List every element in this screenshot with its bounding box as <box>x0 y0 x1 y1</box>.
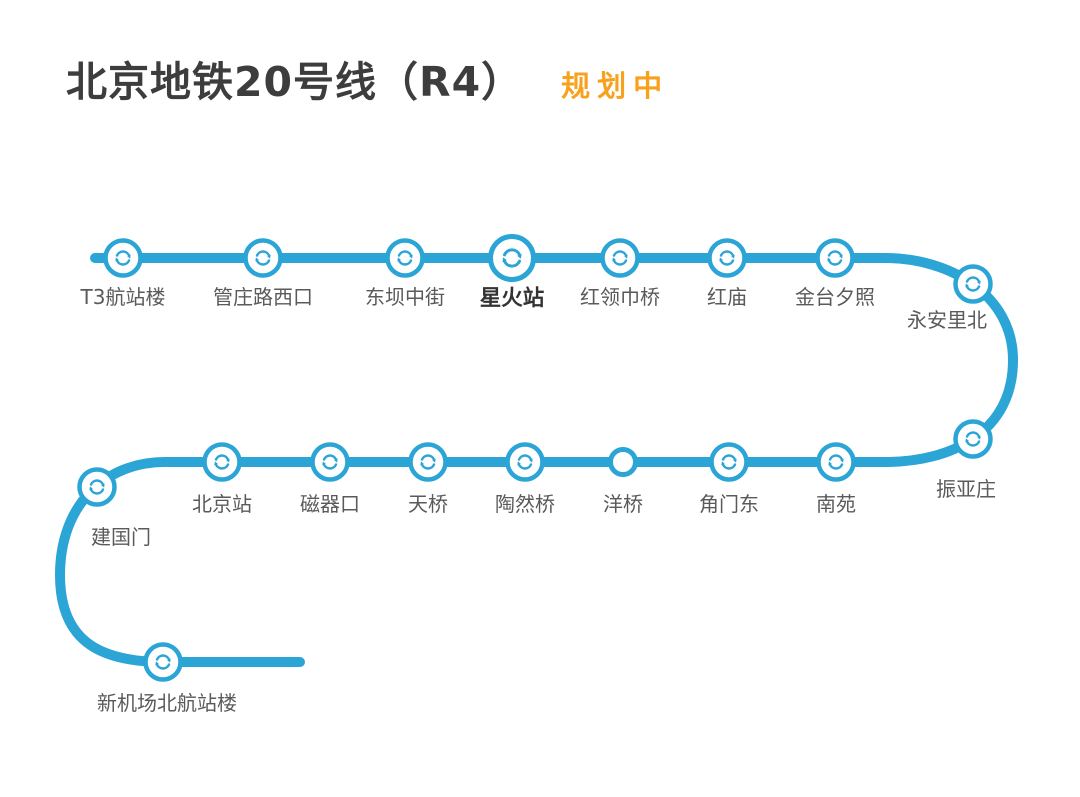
station-circle <box>385 238 425 278</box>
station-marker: 东坝中街 <box>365 238 445 309</box>
station-circle <box>815 238 855 278</box>
station-label: 红领巾桥 <box>580 285 660 309</box>
station-marker: 管庄路西口 <box>213 238 313 309</box>
station-label: 洋桥 <box>603 492 643 516</box>
station-circle <box>310 442 350 482</box>
station-label: T3航站楼 <box>80 285 166 309</box>
transfer-icon <box>965 431 981 447</box>
station-label: 磁器口 <box>300 492 360 516</box>
station-marker: 永安里北 <box>907 264 993 332</box>
station-circle <box>143 642 183 682</box>
station-circle <box>243 238 283 278</box>
station-label: 金台夕照 <box>795 285 875 309</box>
transfer-icon <box>517 454 533 470</box>
station-circle <box>488 234 536 282</box>
station-circle <box>408 442 448 482</box>
station-marker: 振亚庄 <box>936 419 996 501</box>
station-marker: 新机场北航站楼 <box>97 642 237 715</box>
station-label: 红庙 <box>707 285 747 309</box>
station-label: 陶然桥 <box>495 492 555 516</box>
station-label: 新机场北航站楼 <box>97 691 237 715</box>
transfer-icon <box>89 479 105 495</box>
station-label: 北京站 <box>192 492 252 516</box>
station-marker: 南苑 <box>816 442 856 516</box>
station-circle <box>816 442 856 482</box>
station-label: 永安里北 <box>907 308 987 332</box>
station-marker: T3航站楼 <box>80 238 166 309</box>
station-marker: 磁器口 <box>300 442 360 516</box>
station-marker: 北京站 <box>192 442 252 516</box>
station-marker: 星火站 <box>480 234 545 311</box>
station-circle <box>953 264 993 304</box>
transfer-icon <box>420 454 436 470</box>
transfer-icon <box>214 454 230 470</box>
transfer-icon <box>115 250 131 266</box>
transfer-icon <box>965 276 981 292</box>
transfer-icon <box>155 654 171 670</box>
transfer-icon <box>828 454 844 470</box>
station-circle <box>505 442 545 482</box>
station-marker: 洋桥 <box>603 447 643 516</box>
station-marker: 红领巾桥 <box>580 238 660 309</box>
station-marker: 建国门 <box>77 467 151 549</box>
station-label: 管庄路西口 <box>213 285 313 309</box>
transfer-icon <box>719 250 735 266</box>
transfer-icon <box>502 248 522 268</box>
transfer-icon <box>255 250 271 266</box>
transfer-icon <box>827 250 843 266</box>
transfer-icon <box>612 250 628 266</box>
station-circle <box>709 442 749 482</box>
station-label: 星火站 <box>480 286 545 311</box>
station-circle <box>608 447 638 477</box>
station-circle <box>600 238 640 278</box>
station-marker: 红庙 <box>707 238 747 309</box>
station-circle <box>103 238 143 278</box>
station-marker: 金台夕照 <box>795 238 875 309</box>
transfer-icon <box>721 454 737 470</box>
station-label: 东坝中街 <box>365 285 445 309</box>
station-marker: 陶然桥 <box>495 442 555 516</box>
station-circle <box>202 442 242 482</box>
metro-line-path <box>54 253 1019 667</box>
transfer-icon <box>397 250 413 266</box>
station-label: 天桥 <box>408 492 448 516</box>
status-badge: 规划中 <box>561 69 670 103</box>
page-title: 北京地铁20号线（R4） <box>66 58 524 106</box>
station-label: 角门东 <box>699 492 759 516</box>
header: 北京地铁20号线（R4） 规划中 <box>66 58 669 107</box>
station-circle <box>953 419 993 459</box>
transfer-icon <box>322 454 338 470</box>
station-label: 建国门 <box>91 525 151 549</box>
station-circle <box>707 238 747 278</box>
station-label: 振亚庄 <box>936 477 996 501</box>
station-circle <box>77 467 117 507</box>
station-marker: 天桥 <box>408 442 448 516</box>
station-marker: 角门东 <box>699 442 759 516</box>
station-label: 南苑 <box>816 492 856 516</box>
